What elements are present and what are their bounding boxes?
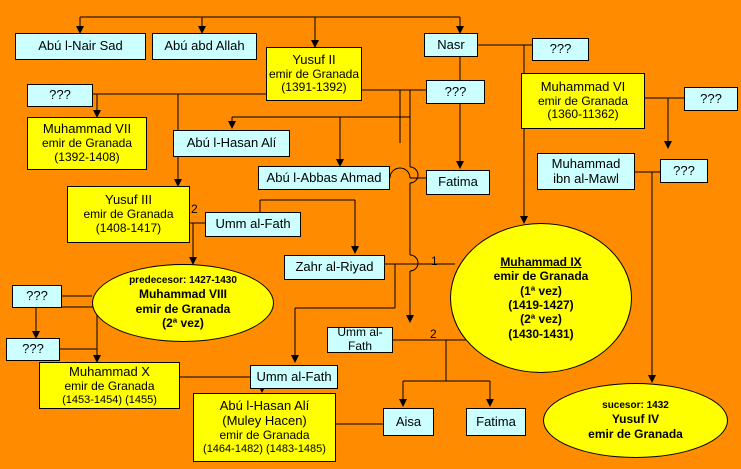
unknown-box: ??? <box>27 84 93 107</box>
name: Muhammad VIII <box>138 287 227 302</box>
title: emir de Granada <box>135 301 231 316</box>
unknown-box: ??? <box>684 87 738 111</box>
person-aisa: Aisa <box>383 408 434 436</box>
unknown-box: ??? <box>532 38 589 61</box>
name: Abú l-Nair Sad <box>38 38 123 54</box>
person-muhammad-ibn-al-mawl: Muhammad ibn al-Mawl <box>537 153 635 190</box>
years: (1391-1392) <box>281 80 347 95</box>
title: emir de Granada <box>268 66 360 81</box>
title: emir de Granada <box>537 93 629 108</box>
title: emir de Granada <box>64 378 155 393</box>
title: emir de Granada <box>493 269 589 284</box>
name: Abú l-Hasan Alí <box>186 135 277 151</box>
title: emir de Granada <box>588 426 683 441</box>
person-abul-abbas-ahmad: Abú l-Abbas Ahmad <box>258 166 390 190</box>
title: emir de Granada <box>41 136 133 151</box>
unknown-box: ??? <box>426 80 485 104</box>
name: Muhammad X <box>69 363 150 379</box>
name: Umm al-Fath <box>215 216 291 232</box>
emir-yusuf-iii: Yusuf III emir de Granada (1408-1417) <box>67 186 190 243</box>
years: (1392-1408) <box>54 149 120 164</box>
name-line1: Muhammad <box>551 155 621 171</box>
person-abul-hasan-ali: Abú l-Hasan Alí <box>173 130 290 157</box>
person-nasr: Nasr <box>424 33 478 57</box>
successor: sucesor: 1432 <box>602 400 669 412</box>
emir-muhammad-vi: Muhammad VI emir de Granada (1360-11362) <box>521 73 645 129</box>
person-umm-al-fath-3: Umm al-Fath <box>250 365 338 389</box>
person-fatima-2: Fatima <box>466 408 526 436</box>
name: Nasr <box>437 36 465 52</box>
years-2: (1430-1431) <box>508 326 574 341</box>
title: emir de Granada <box>219 428 310 443</box>
emir-yusuf-iv: sucesor: 1432 Yusuf IV emir de Granada <box>543 383 728 458</box>
unknown-box: ??? <box>12 285 62 308</box>
name: Muhammad IX <box>500 254 582 269</box>
predecessor: predecesor: 1427-1430 <box>129 275 237 287</box>
emir-muhammad-viii: predecesor: 1427-1430 Muhammad VIII emir… <box>92 264 274 342</box>
name: Yusuf IV <box>611 412 660 427</box>
name: Zahr al-Riyad <box>295 259 374 275</box>
emir-yusuf-ii: Yusuf II emir de Granada (1391-1392) <box>266 47 362 101</box>
person-umm-al-fath-2: Umm al-Fath <box>327 325 393 353</box>
name: Fatima <box>438 174 478 190</box>
title: emir de Granada <box>83 207 174 222</box>
name: Fatima <box>476 413 516 429</box>
person-abu-abd-allah: Abú abd Allah <box>152 33 257 60</box>
name: Umm al-Fath <box>337 325 383 353</box>
marriage-number: 2 <box>430 327 437 341</box>
emir-muhammad-vii: Muhammad VII emir de Granada (1392-1408) <box>27 117 147 170</box>
emir-abul-hasan-ali-muley-hacen: Abú l-Hasan Alí (Muley Hacen) emir de Gr… <box>193 393 336 462</box>
name: Umm al-Fath <box>256 368 332 384</box>
person-fatima: Fatima <box>426 170 490 195</box>
person-umm-al-fath: Umm al-Fath <box>205 212 301 237</box>
unknown-box: ??? <box>660 159 708 183</box>
name: Aisa <box>395 413 422 429</box>
marriage-number: 1 <box>431 254 438 268</box>
marriage-number: 2 <box>191 202 198 216</box>
emir-muhammad-ix: Muhammad IX emir de Granada (1ª vez) (14… <box>450 223 632 373</box>
years: (1453-1454) (1455) <box>62 393 157 406</box>
years: (1464-1482) (1483-1485) <box>203 443 326 456</box>
person-abul-nair-sad: Abú l-Nair Sad <box>15 33 146 60</box>
emir-muhammad-x: Muhammad X emir de Granada (1453-1454) (… <box>39 362 180 409</box>
reign: (2ª vez) <box>162 316 204 331</box>
name: Abú l-Abbas Ahmad <box>266 169 382 185</box>
reign-2: (2ª vez) <box>520 312 562 327</box>
name-line2: ibn al-Mawl <box>553 170 619 186</box>
name: Muhammad VI <box>540 78 626 94</box>
unknown-box: ??? <box>6 338 60 361</box>
person-zahr-al-riyad: Zahr al-Riyad <box>284 255 385 280</box>
alias: (Muley Hacen) <box>222 413 307 429</box>
reign-1: (1ª vez) <box>520 283 562 298</box>
name: Yusuf II <box>292 51 336 67</box>
name: Yusuf III <box>105 192 152 208</box>
name: Abú l-Hasan Alí <box>219 398 310 414</box>
years-1: (1419-1427) <box>508 298 574 312</box>
name: Muhammad VII <box>42 121 132 137</box>
name: Abú abd Allah <box>164 38 245 54</box>
years: (1360-11362) <box>547 107 619 122</box>
years: (1408-1417) <box>95 220 162 235</box>
